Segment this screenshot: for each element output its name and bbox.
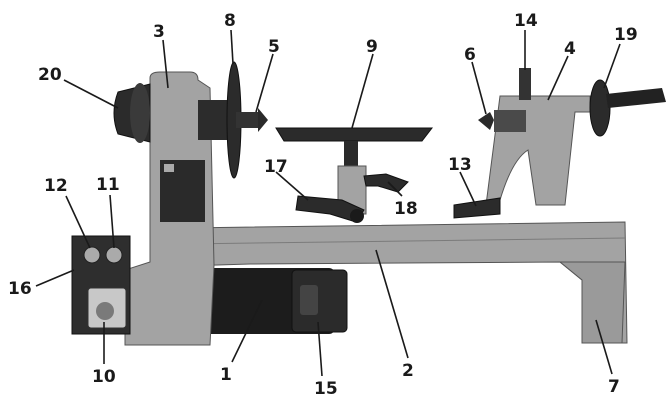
callout-4: 4 [564, 39, 576, 59]
leader-20 [63, 79, 119, 109]
leader-2 [375, 249, 409, 359]
callout-13: 13 [448, 155, 472, 175]
tool-rest-lock-knob [363, 173, 409, 193]
leader-7 [595, 319, 613, 375]
callout-12: 12 [44, 176, 68, 196]
callout-2: 2 [402, 361, 414, 381]
leader-6 [471, 61, 487, 115]
quill-lock-handle [519, 68, 531, 100]
leader-19 [603, 43, 621, 89]
lathe-illustration [71, 61, 666, 346]
callout-14: 14 [514, 11, 538, 31]
button-11 [105, 246, 123, 264]
leader-9 [351, 53, 374, 129]
nameplate-logo-icon [164, 164, 174, 172]
leader-16 [35, 269, 75, 287]
callout-5: 5 [268, 37, 280, 57]
button-12 [83, 246, 101, 264]
leader-18 [387, 181, 403, 197]
callout-20: 20 [38, 65, 62, 85]
callout-6: 6 [464, 45, 476, 65]
callout-19: 19 [614, 25, 638, 45]
leader-15 [317, 321, 323, 377]
leader-17 [275, 171, 309, 201]
spindle [236, 112, 260, 128]
tool-rest-post [344, 141, 358, 167]
drive-center [258, 108, 268, 132]
live-center [478, 112, 494, 130]
leader-1 [231, 299, 263, 363]
leader-4 [547, 55, 569, 101]
tailstock-quill [494, 110, 526, 132]
callout-15: 15 [314, 379, 338, 399]
handwheel-handle [606, 88, 666, 108]
callout-labels: 1 2 3 4 5 6 7 8 9 10 11 12 13 14 15 16 1… [8, 11, 638, 399]
leader-5 [255, 53, 274, 113]
callout-18: 18 [394, 199, 418, 219]
callout-8: 8 [224, 11, 236, 31]
callout-10: 10 [92, 367, 116, 387]
callout-7: 7 [608, 377, 620, 397]
leader-12 [65, 195, 91, 249]
tool-rest [275, 127, 434, 142]
callout-16: 16 [8, 279, 32, 299]
callout-1: 1 [220, 365, 232, 385]
bed-leg-right [558, 261, 626, 344]
motor-brush-cap [300, 285, 318, 315]
leader-3 [162, 39, 169, 89]
leader-8 [230, 29, 234, 65]
switch-knob [96, 302, 114, 320]
leader-11 [109, 194, 115, 249]
tailstock-handwheel [589, 79, 611, 137]
callout-11: 11 [96, 175, 120, 195]
callout-9: 9 [366, 37, 378, 57]
spindle-housing [198, 100, 228, 140]
tailstock-lock-lever [453, 197, 501, 219]
motor [195, 268, 348, 334]
leader-13 [459, 171, 477, 207]
leader-lines [35, 29, 621, 377]
callout-3: 3 [153, 22, 165, 42]
callout-17: 17 [264, 157, 288, 177]
